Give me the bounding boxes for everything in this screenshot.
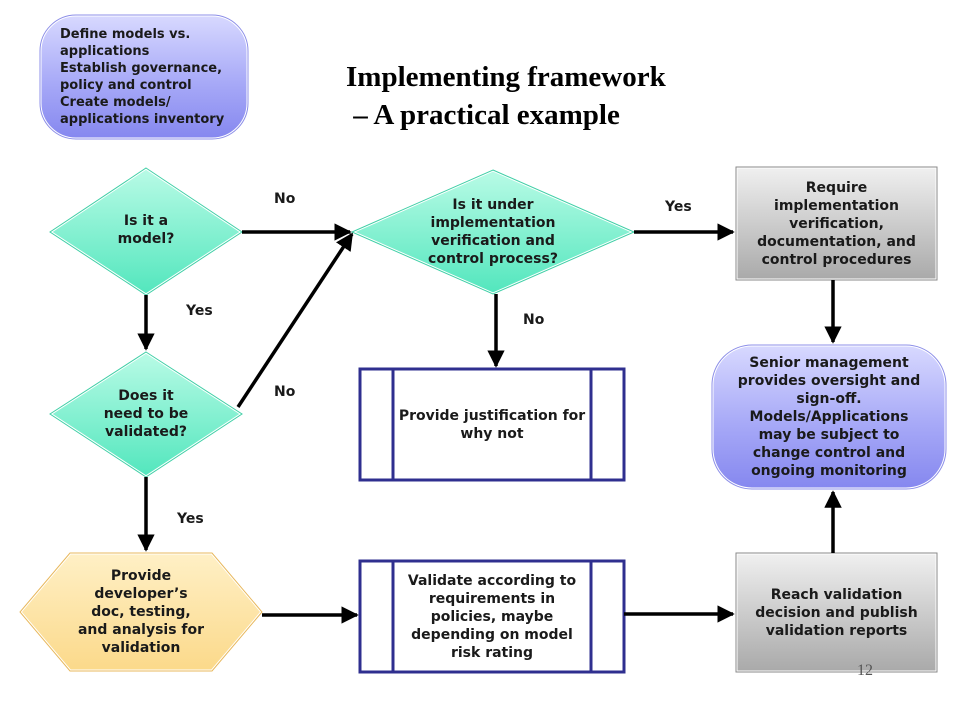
label-impl-yes: Yes [665,199,692,215]
label-model-yes: Yes [186,303,213,319]
developer-doc-text: Provide developer’s doc, testing, and an… [77,568,205,656]
impl-verification-text: Is it under implementation verification … [428,197,558,267]
validate-text: Validate according to requirements in po… [407,572,577,661]
label-validated-yes: Yes [177,511,204,527]
title-line-2: – A practical example [346,99,620,131]
slide-title: Implementing framework – A practical exa… [346,58,666,134]
justification-process [358,367,626,482]
require-impl-text: Require implementation verification, doc… [757,179,916,268]
is-model-text: Is it a model? [117,213,175,247]
edge-validated-no [236,232,354,408]
reach-decision-text: Reach validation decision and publish va… [755,586,918,639]
justification-text: Provide justification for why not [398,407,586,442]
governance-text: Define models vs. applications Establish… [60,27,225,127]
label-model-no: No [274,191,296,207]
validate-process [358,559,626,674]
senior-mgmt-text: Senior management provides oversight and… [737,355,921,479]
page-number: 12 [857,662,873,679]
title-line-1: Implementing framework [346,61,666,93]
needs-validation-text: Does it need to be validated? [103,388,189,440]
label-validated-no: No [274,384,296,400]
label-impl-no: No [523,312,545,328]
